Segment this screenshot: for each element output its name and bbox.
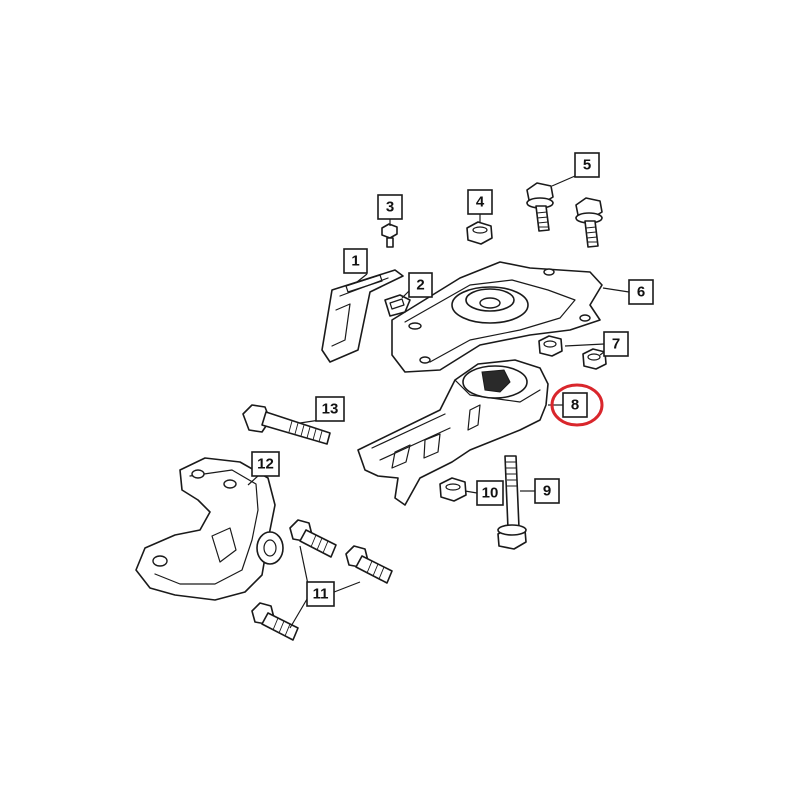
bolt-11a	[289, 519, 337, 558]
svg-text:9: 9	[543, 483, 551, 500]
callout-10: 10	[476, 480, 504, 506]
callout-11: 11	[306, 581, 335, 607]
bolt-11c	[251, 602, 299, 641]
callout-2: 2	[408, 272, 433, 298]
svg-text:6: 6	[637, 284, 645, 301]
callout-8-highlight-ring	[550, 383, 604, 427]
callout-13: 13	[315, 396, 345, 422]
bolt-9	[497, 455, 527, 550]
svg-text:3: 3	[386, 199, 394, 216]
svg-text:4: 4	[476, 194, 485, 211]
nut-7a	[538, 335, 563, 357]
callout-4: 4	[467, 189, 493, 215]
bolt-3	[381, 223, 398, 248]
bracket-plate-6	[391, 261, 603, 373]
bracket-12	[135, 457, 284, 601]
callout-6: 6	[628, 279, 654, 305]
bolt-5b	[575, 197, 603, 248]
callout-7: 7	[603, 331, 629, 357]
svg-text:10: 10	[482, 485, 499, 502]
mount-8	[357, 359, 549, 506]
clip-2	[384, 294, 411, 317]
callout-8: 8	[562, 392, 588, 418]
nut-10	[439, 477, 467, 502]
callout-9: 9	[534, 478, 560, 504]
svg-text:13: 13	[322, 401, 339, 418]
svg-text:12: 12	[257, 456, 274, 473]
callout-3: 3	[377, 194, 403, 220]
svg-text:5: 5	[583, 157, 591, 174]
nut-4	[466, 221, 493, 245]
callout-12: 12	[251, 451, 280, 477]
bracket-1	[321, 269, 404, 363]
svg-text:2: 2	[416, 277, 424, 294]
callout-5: 5	[574, 152, 600, 178]
svg-text:1: 1	[351, 253, 359, 270]
bolt-5a	[526, 182, 554, 232]
svg-text:7: 7	[612, 336, 620, 353]
svg-text:8: 8	[571, 397, 579, 414]
nut-7b	[582, 348, 607, 370]
callout-1: 1	[343, 248, 368, 274]
bolt-11b	[345, 545, 393, 584]
svg-text:11: 11	[313, 586, 329, 603]
bolt-13	[242, 404, 331, 445]
